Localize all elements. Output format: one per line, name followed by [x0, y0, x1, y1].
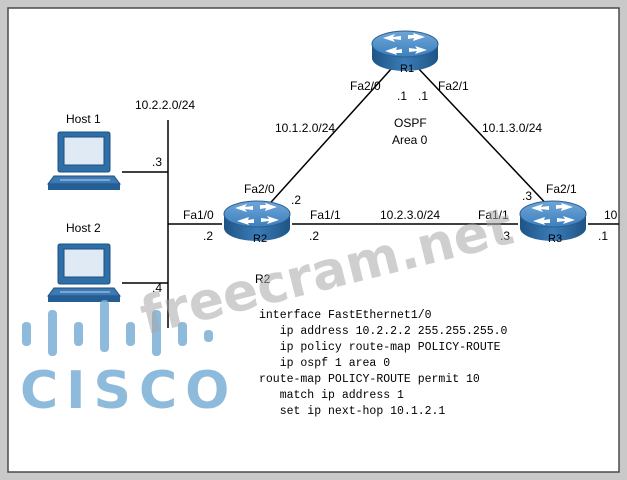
r3-fa21-label: Fa2/1: [546, 182, 577, 196]
config-line: match ip address 1: [259, 389, 404, 402]
config-line: ip address 10.2.2.2 255.255.255.0: [259, 325, 508, 338]
r1-fa20-ip: .1: [397, 89, 407, 103]
config-line: ip ospf 1 area 0: [259, 357, 390, 370]
r3-fa11-ip: .3: [500, 229, 510, 243]
config-line: interface FastEthernet1/0: [259, 309, 432, 322]
r2-fa10-label: Fa1/0: [183, 208, 214, 222]
router-r2-label: R2: [253, 233, 267, 245]
r2-config-listing: interface FastEthernet1/0 ip address 10.…: [259, 309, 508, 418]
host1-ip: .3: [152, 155, 162, 169]
r3-fa21-ip: .3: [522, 189, 532, 203]
r2-fa10-ip: .2: [203, 229, 213, 243]
r1-fa21-ip: .1: [418, 89, 428, 103]
host2-pc-icon: [47, 243, 121, 303]
config-line: set ip next-hop 10.1.2.1: [259, 405, 445, 418]
r3-fa11-label: Fa1/1: [478, 208, 509, 222]
r2-fa20-ip: .2: [291, 193, 301, 207]
r2-fa11-label: Fa1/1: [310, 208, 341, 222]
ospf-label: OSPF: [394, 116, 427, 130]
config-line: ip policy route-map POLICY-ROUTE: [259, 341, 501, 354]
host2-ip: .4: [152, 281, 162, 295]
lan-network-label: 10.2.2.0/24: [135, 98, 195, 112]
r1-r3-link: [417, 67, 553, 211]
router-r3-label: R3: [548, 233, 562, 245]
config-line: route-map POLICY-ROUTE permit 10: [259, 373, 480, 386]
host1-label: Host 1: [66, 112, 101, 126]
r2-caption: R2: [255, 272, 271, 286]
host2-label: Host 2: [66, 221, 101, 235]
r1-r2-network-label: 10.1.2.0/24: [275, 121, 335, 135]
r3-right-network-label: 10: [604, 208, 618, 222]
cisco-logo: CISCO: [20, 300, 237, 421]
r1-r3-network-label: 10.1.3.0/24: [482, 121, 542, 135]
host1-pc-icon: [47, 131, 121, 191]
r1-r2-link: [263, 67, 393, 211]
diagram-frame: [7, 7, 620, 473]
r1-fa21-label: Fa2/1: [438, 79, 469, 93]
r3-right-ip: .1: [598, 229, 608, 243]
r1-fa20-label: Fa2/0: [350, 79, 381, 93]
r2-fa20-label: Fa2/0: [244, 182, 275, 196]
cisco-wordmark: CISCO: [20, 361, 237, 421]
area-label: Area 0: [392, 133, 428, 147]
router-r1-label: R1: [400, 63, 414, 75]
r2-fa11-ip: .2: [309, 229, 319, 243]
r2-r3-network-label: 10.2.3.0/24: [380, 208, 440, 222]
